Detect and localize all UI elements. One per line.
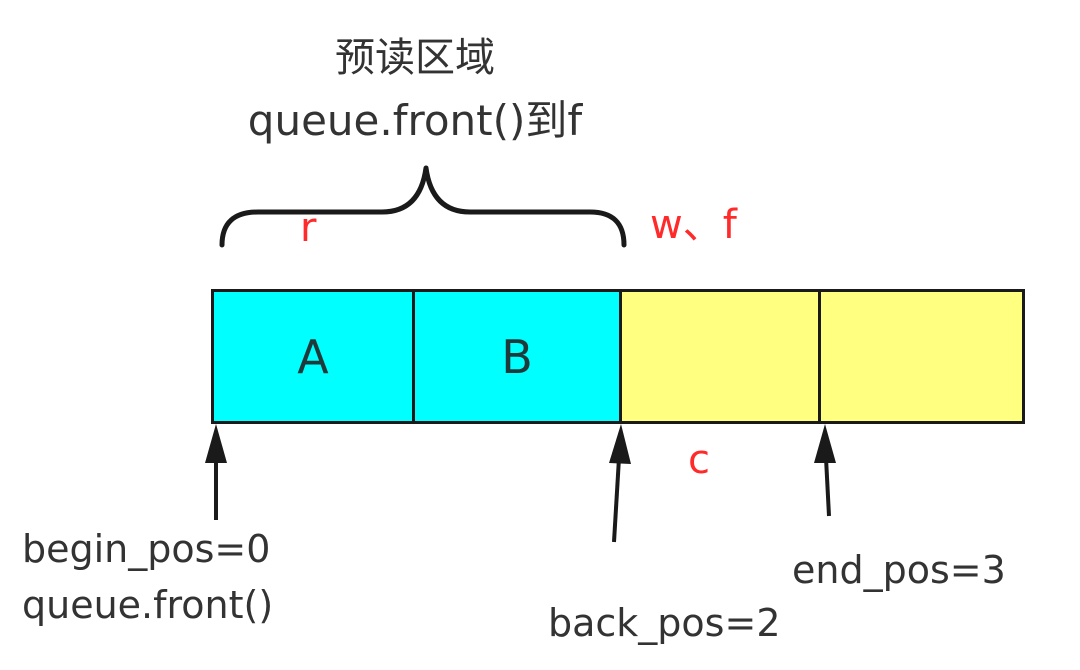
back-pos-label: back_pos=2: [548, 601, 781, 645]
end-pos-label: end_pos=3: [792, 548, 1006, 592]
marker-w-f: w、f: [650, 202, 737, 248]
read-ahead-region-expression: queue.front()到f: [247, 96, 583, 145]
queue-cell-a-label: A: [297, 329, 329, 384]
queue-cell-4: [818, 289, 1025, 424]
begin-pos-arrow: [205, 424, 227, 520]
queue-cell-3: [619, 289, 821, 424]
begin-pos-label: begin_pos=0: [22, 527, 271, 571]
marker-c: c: [688, 437, 710, 483]
back-pos-arrow: [609, 424, 631, 543]
curly-brace: [219, 165, 627, 248]
end-pos-arrow: [814, 424, 836, 517]
marker-r: r: [300, 205, 317, 251]
queue-front-label: queue.front(): [22, 583, 274, 627]
queue-cell-b: B: [412, 289, 622, 424]
read-ahead-region-title: 预读区域: [335, 35, 495, 81]
queue-cell-b-label: B: [501, 329, 533, 384]
queue-cell-a: A: [211, 289, 415, 424]
